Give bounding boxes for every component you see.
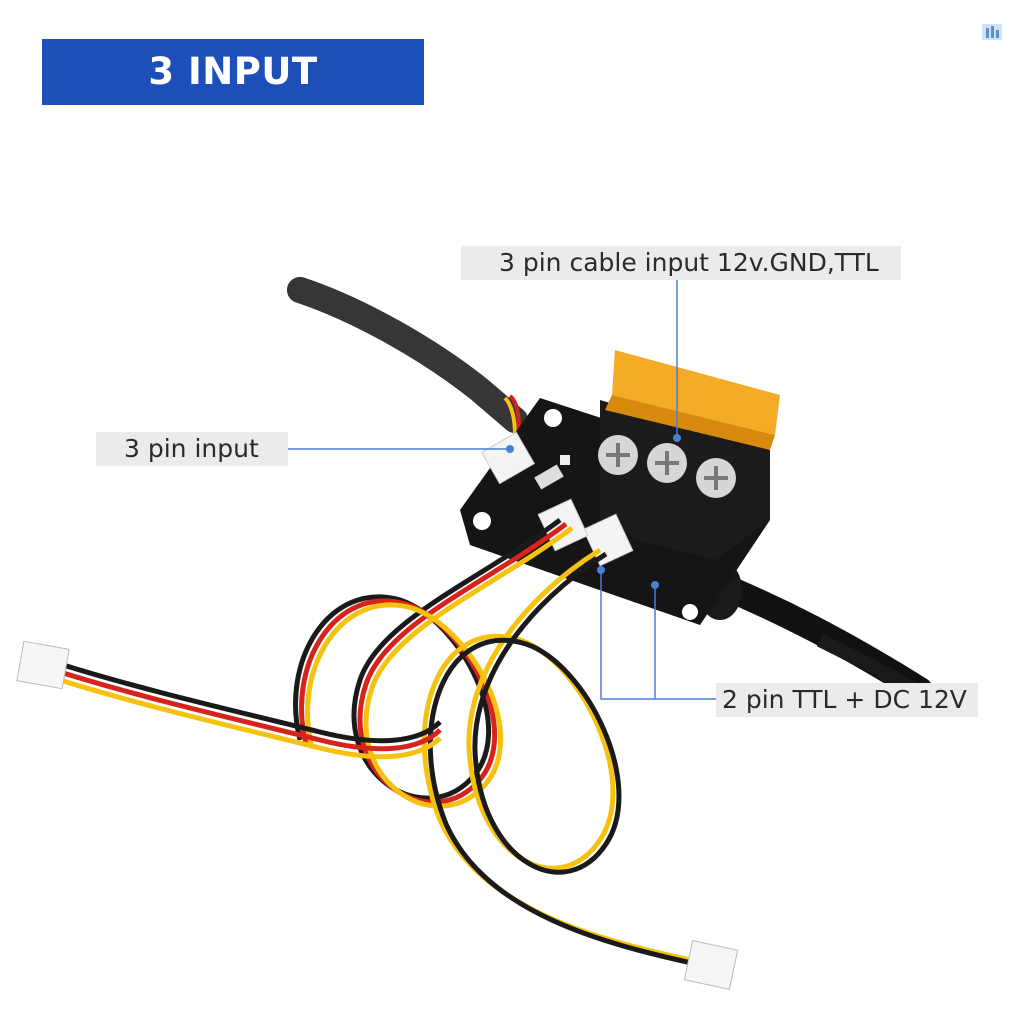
wire-end-connector-bottom: [683, 940, 739, 990]
terminal-block: [598, 350, 780, 560]
shop-logo-icon: [982, 24, 1002, 40]
callout-3pin-input: 3 pin input: [96, 432, 288, 466]
leader-line-bottom: [600, 570, 716, 700]
callout-3pin-cable-input: 3 pin cable input 12v.GND,TTL: [461, 246, 901, 280]
wire-end-connector-left: [16, 640, 70, 690]
3pin-connector: [480, 431, 536, 485]
page-title: 3 INPUT METHODS: [42, 39, 424, 159]
callout-2pin-ttl-dc: 2 pin TTL + DC 12V: [716, 683, 978, 717]
